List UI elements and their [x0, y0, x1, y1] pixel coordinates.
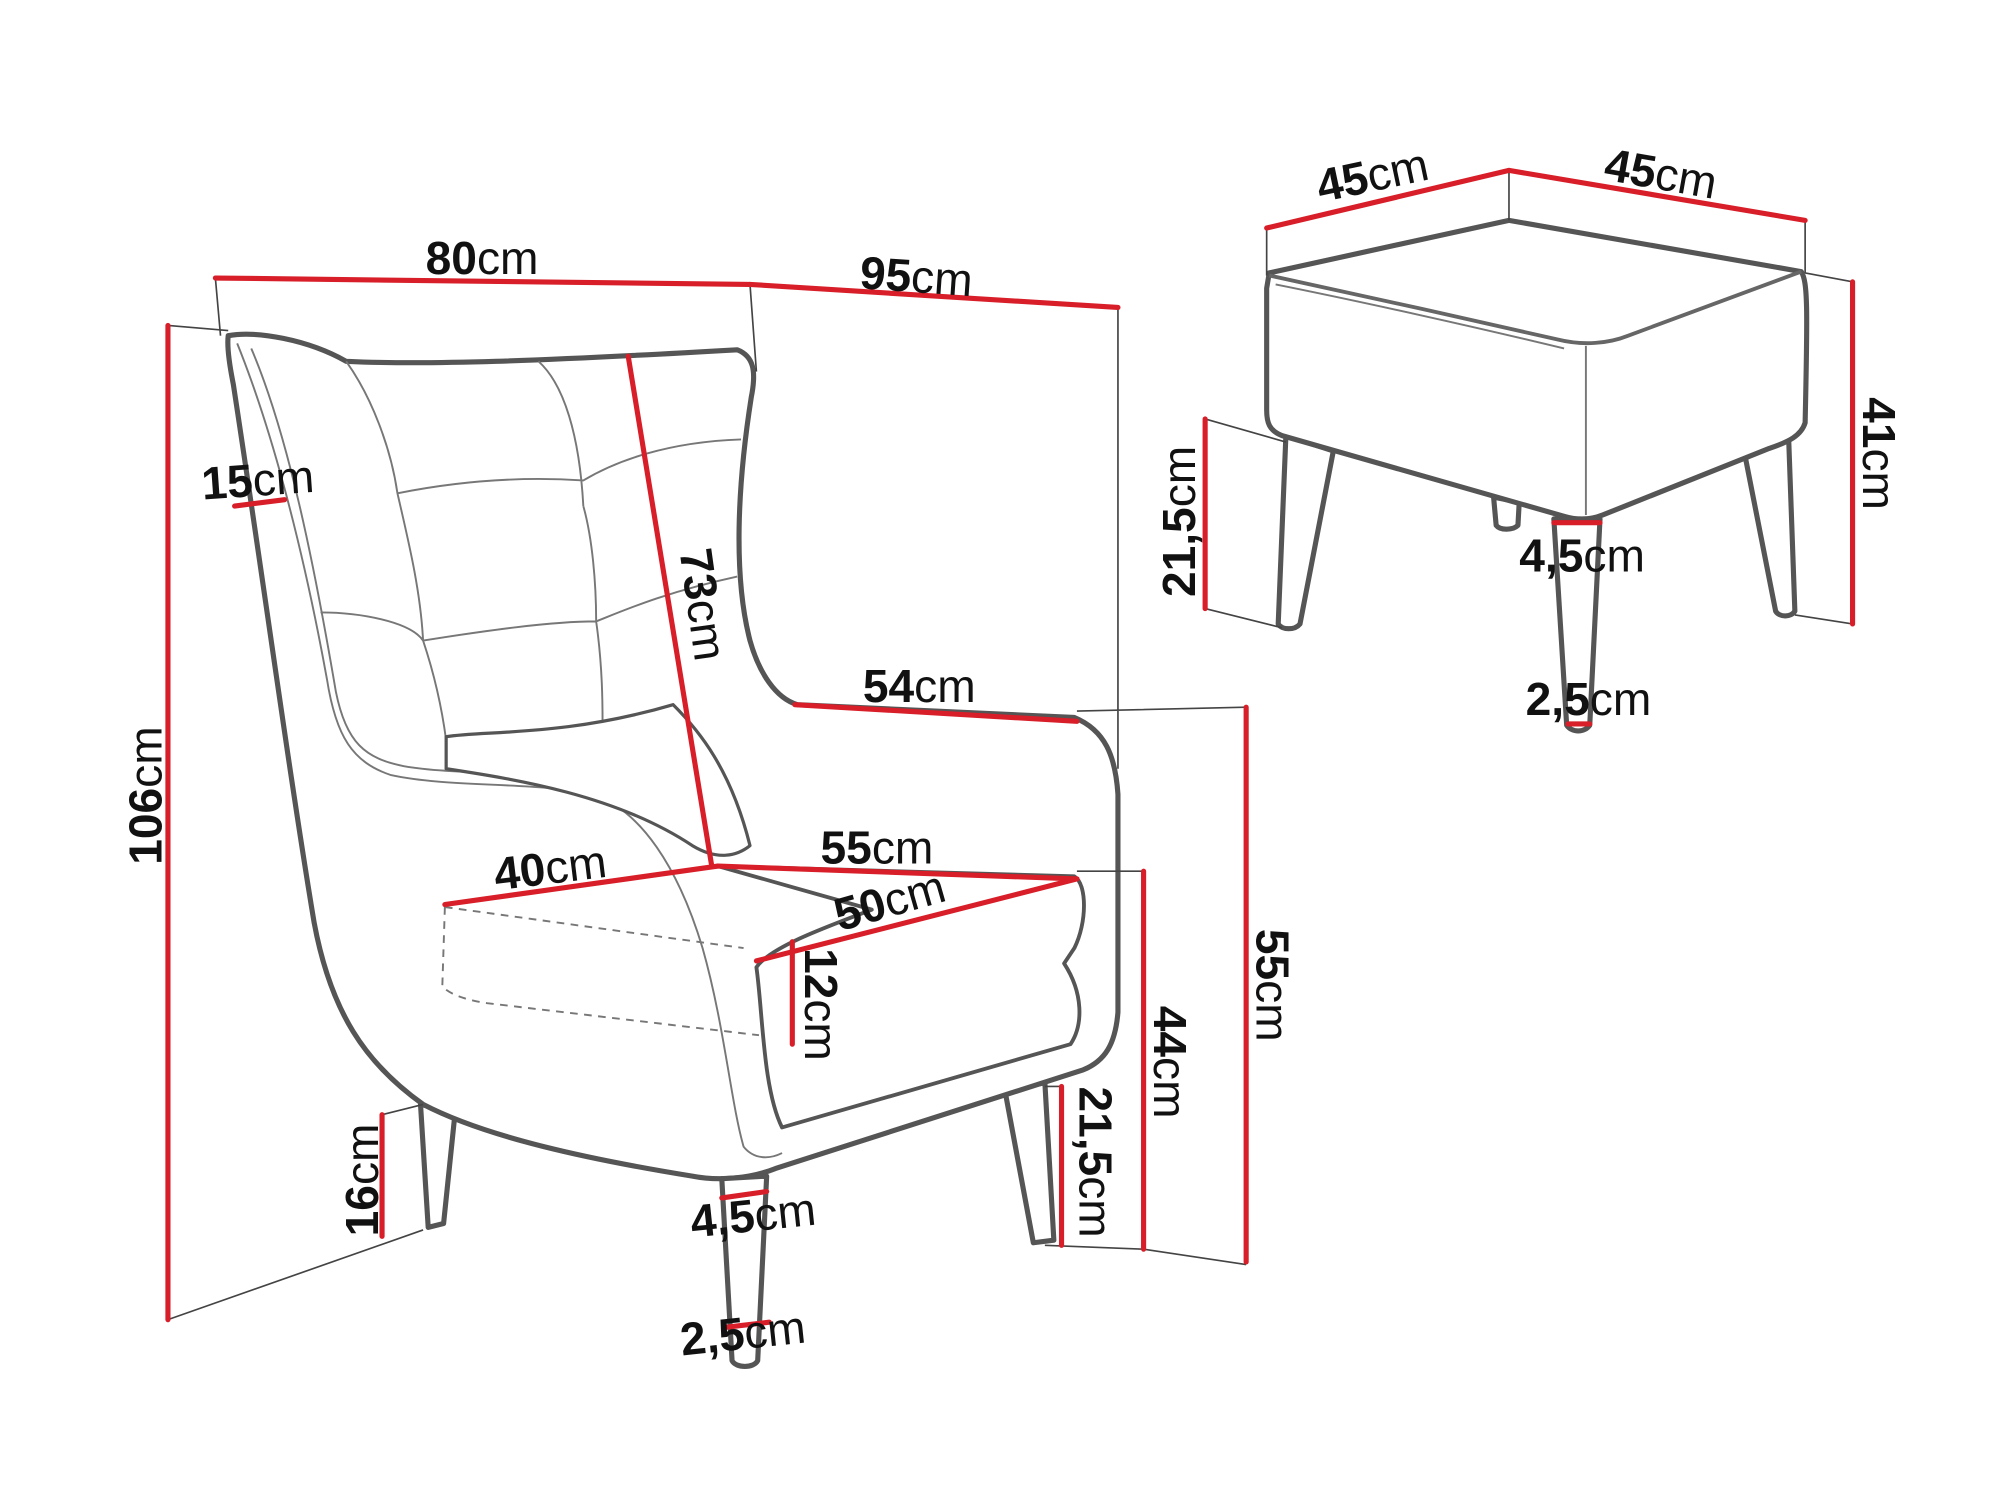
- ottoman-top-seam-inner: [1275, 283, 1565, 350]
- ottoman-dim-line-width: [1264, 167, 1512, 231]
- ottoman-label-leg-top: 4,5cm: [1519, 529, 1645, 581]
- label-leg-back: 16cm: [336, 1124, 388, 1237]
- ottoman-body: [1264, 217, 1810, 522]
- armchair-leg-front: [719, 1173, 770, 1369]
- ottoman-label-width: 45cm: [1312, 138, 1433, 212]
- armchair-pillow: [444, 703, 752, 857]
- label-leg-bottom: 2,5cm: [678, 1301, 808, 1366]
- armchair-drawing: [225, 331, 1121, 1369]
- dim-line-armrest: [792, 702, 1080, 724]
- ottoman-label-leg-bottom: 2,5cm: [1526, 673, 1652, 725]
- armchair-cushion-hidden: [441, 906, 760, 1037]
- ottoman-label-height: 41cm: [1853, 397, 1905, 510]
- dim-line-seat-front: [753, 876, 1080, 964]
- label-height: 106cm: [120, 726, 172, 864]
- dim-line-depth: [747, 281, 1121, 311]
- ottoman-labels: 45cm 45cm 41cm 21,5cm 4,5cm 2,5cm: [1153, 138, 1905, 725]
- dim-line-seat-back: [442, 863, 721, 908]
- armchair-leg-right: [1002, 1080, 1057, 1246]
- armchair-leg-back: [417, 1101, 458, 1230]
- ottoman-leg-left: [1275, 433, 1336, 632]
- ottoman-guides: [1204, 170, 1853, 629]
- ottoman-top-seam: [1268, 269, 1802, 346]
- label-seat-depth: 55cm: [821, 822, 934, 874]
- dim-line-wing: [232, 497, 288, 509]
- label-width: 80cm: [426, 232, 539, 284]
- armchair-dimension-lines: [165, 275, 1249, 1330]
- ottoman-dim-line-depth: [1506, 167, 1808, 223]
- armchair-guides: [167, 277, 1247, 1321]
- dim-line-leg-top: [719, 1188, 770, 1201]
- label-arm-height: 55cm: [1246, 929, 1298, 1042]
- ottoman-label-depth: 45cm: [1601, 138, 1721, 209]
- dim-line-width: [212, 275, 753, 287]
- ottoman-leg-right: [1741, 430, 1798, 619]
- label-leg-front: 21,5cm: [1069, 1086, 1121, 1237]
- label-armrest: 54cm: [863, 660, 976, 712]
- label-backrest: 73cm: [670, 545, 737, 664]
- ottoman-drawing: [1264, 217, 1810, 734]
- armchair-tufting: [320, 360, 742, 741]
- label-depth: 95cm: [858, 246, 974, 306]
- label-cushion: 12cm: [795, 948, 847, 1061]
- ottoman-label-leg: 21,5cm: [1153, 446, 1205, 597]
- armchair-labels: 80cm 95cm 106cm 15cm 73cm 54cm 55cm 40cm…: [120, 232, 1299, 1365]
- dim-line-leg-bottom: [723, 1319, 772, 1330]
- label-seat-back: 40cm: [491, 835, 609, 900]
- label-seat-height: 44cm: [1144, 1006, 1196, 1119]
- label-wing: 15cm: [200, 450, 316, 510]
- ottoman-dimension-lines: [1202, 167, 1856, 727]
- dim-line-backrest: [625, 353, 715, 868]
- ottoman-leg-back: [1491, 494, 1522, 532]
- armchair-seat-cushion: [716, 864, 1086, 1130]
- dim-line-seat-depth: [715, 863, 1080, 882]
- label-leg-top: 4,5cm: [688, 1183, 818, 1248]
